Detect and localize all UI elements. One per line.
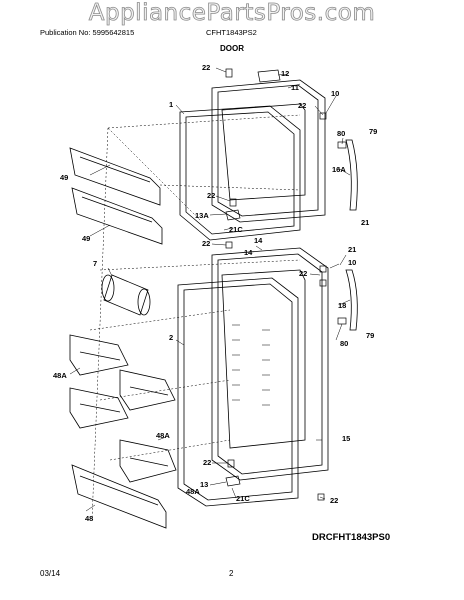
callout-48a: 48A — [53, 371, 67, 380]
callout-18: 18 — [338, 301, 346, 310]
callout-48a: 48A — [156, 431, 170, 440]
callout-48: 48 — [85, 514, 93, 523]
callout-15: 15 — [342, 434, 350, 443]
freezer-door-bin — [71, 187, 163, 245]
publication-number: Publication No: 5995642815 — [40, 28, 135, 37]
fresh-food-door-shell — [211, 247, 329, 481]
fresh-food-door-gasket — [177, 277, 299, 507]
door-bin-48a — [119, 369, 176, 411]
callout-10: 10 — [331, 89, 339, 98]
callout-12: 12 — [281, 69, 289, 78]
section-title: DOOR — [220, 44, 244, 53]
callout-2: 2 — [169, 333, 173, 342]
freezer-door-shell — [211, 79, 326, 223]
callout-79: 79 — [366, 331, 374, 340]
diagram-code: DRCFHT1843PS0 — [312, 532, 391, 543]
callout-21c: 21C — [236, 494, 250, 503]
callout-80: 80 — [340, 339, 348, 348]
butter-dish-cylinder — [101, 274, 151, 316]
door-bin-48a — [69, 387, 129, 429]
door-bin-48a — [69, 334, 129, 376]
callout-22: 22 — [298, 101, 306, 110]
callout-21: 21 — [361, 218, 369, 227]
callout-21c: 21C — [229, 225, 243, 234]
callout-13a: 13A — [195, 211, 209, 220]
door-bin-48a — [119, 439, 177, 483]
footer-page-number: 2 — [229, 569, 234, 578]
callout-7: 7 — [93, 259, 97, 268]
footer-date: 03/14 — [40, 569, 61, 578]
freezer-door-handle — [345, 139, 358, 211]
callout-21: 21 — [348, 245, 356, 254]
callout-22: 22 — [202, 239, 210, 248]
callout-14: 14 — [244, 248, 253, 257]
fresh-food-door-handle — [345, 269, 358, 331]
callout-14: 14 — [254, 236, 263, 245]
callout-79: 79 — [369, 127, 377, 136]
assembly-guide-lines — [89, 114, 301, 521]
callout-13: 13 — [200, 480, 208, 489]
callout-22: 22 — [202, 63, 210, 72]
freezer-door-bin — [69, 147, 161, 206]
callout-16a: 16A — [332, 165, 346, 174]
door-rack-48 — [71, 464, 167, 529]
callout-48a: 48A — [186, 487, 200, 496]
callout-22: 22 — [330, 496, 338, 505]
callout-22: 22 — [299, 269, 307, 278]
callout-labels: 22 12 11 1 10 22 80 79 49 16A 22 13A 21 … — [53, 63, 377, 523]
callout-10: 10 — [348, 258, 356, 267]
freezer-door-gasket — [179, 105, 301, 241]
callout-49: 49 — [82, 234, 90, 243]
door-shelf-supports — [232, 324, 270, 406]
callout-80: 80 — [337, 129, 345, 138]
callout-11: 11 — [291, 83, 299, 92]
callout-22: 22 — [203, 458, 211, 467]
callout-22: 22 — [207, 191, 215, 200]
model-number: CFHT1843PS2 — [206, 28, 257, 37]
watermark: AppliancePartsPros.com — [88, 0, 376, 26]
callout-49: 49 — [60, 173, 68, 182]
callout-1: 1 — [169, 100, 173, 109]
callout-leaders — [69, 67, 351, 512]
